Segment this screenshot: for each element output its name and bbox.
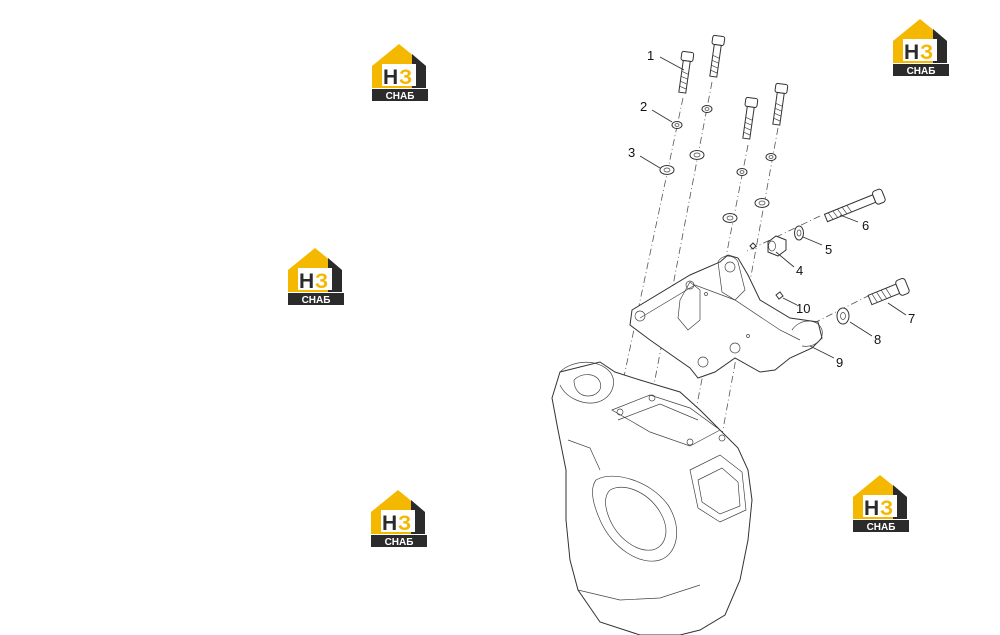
callout-4: 4 xyxy=(796,263,803,278)
callout-labels: 1 2 3 4 5 6 7 8 9 10 xyxy=(628,48,915,370)
lock-washers xyxy=(671,105,777,176)
callout-6: 6 xyxy=(862,218,869,233)
svg-text:СНАБ: СНАБ xyxy=(385,537,414,548)
callout-10: 10 xyxy=(796,301,810,316)
svg-text:Н: Н xyxy=(299,270,314,293)
callout-8: 8 xyxy=(874,332,881,347)
svg-text:СНАБ: СНАБ xyxy=(867,522,896,533)
svg-text:Н: Н xyxy=(382,512,397,535)
washer-5 xyxy=(794,225,804,241)
leader-lines xyxy=(639,56,907,359)
flat-washers xyxy=(659,150,770,223)
callout-9: 9 xyxy=(836,355,843,370)
svg-text:Н: Н xyxy=(904,41,919,64)
bracket xyxy=(629,254,823,379)
svg-text:З: З xyxy=(399,66,412,89)
svg-text:З: З xyxy=(880,497,893,520)
bolt-group-vertical xyxy=(678,34,789,140)
callout-7: 7 xyxy=(908,311,915,326)
svg-text:Н: Н xyxy=(383,66,398,89)
svg-text:З: З xyxy=(920,41,933,64)
svg-text:З: З xyxy=(315,270,328,293)
short-bolt xyxy=(867,278,910,306)
svg-text:З: З xyxy=(398,512,411,535)
bushing xyxy=(767,235,787,257)
callout-2: 2 xyxy=(640,99,647,114)
grease-nipple xyxy=(749,242,784,300)
svg-text:СНАБ: СНАБ xyxy=(302,295,331,306)
svg-text:СНАБ: СНАБ xyxy=(386,91,415,102)
gear-housing xyxy=(551,361,753,635)
callout-1: 1 xyxy=(647,48,654,63)
callout-5: 5 xyxy=(825,242,832,257)
long-bolt xyxy=(823,188,886,223)
svg-text:СНАБ: СНАБ xyxy=(907,66,936,77)
washer-8 xyxy=(836,307,850,325)
callout-3: 3 xyxy=(628,145,635,160)
svg-text:Н: Н xyxy=(864,497,879,520)
